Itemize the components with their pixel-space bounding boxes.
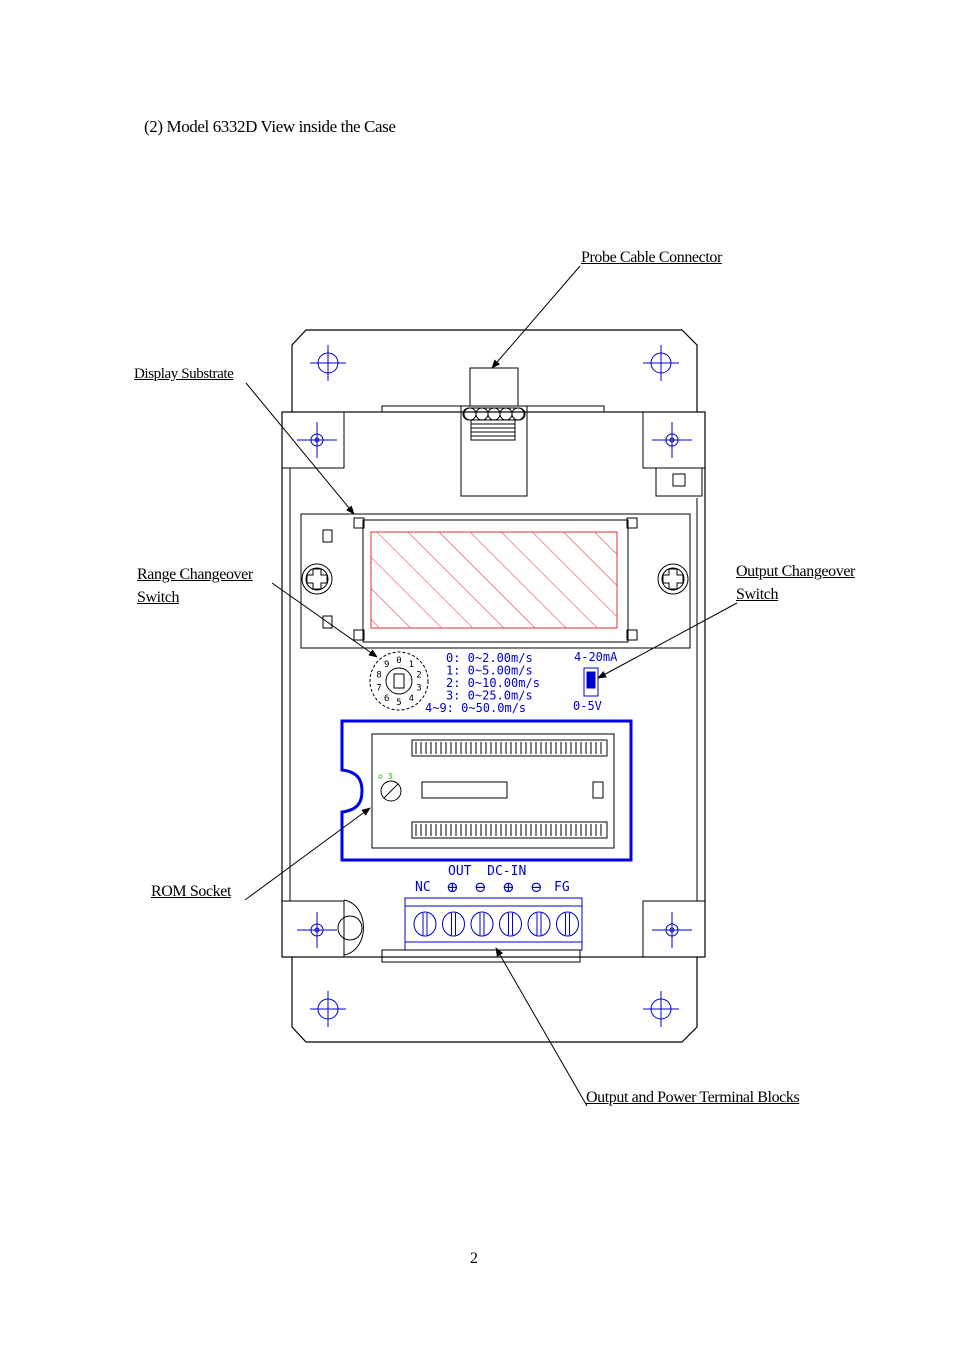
mount-hole-icon	[297, 422, 337, 458]
label-output-changeover-1: Output Changeover	[736, 563, 855, 580]
mount-hole-icon	[643, 345, 679, 381]
range-table-row: 4~9: 0~50.0m/s	[425, 701, 526, 715]
terminal-screw-icon	[527, 911, 551, 937]
terminal-signs: ⊕ ⊖ ⊕ ⊖	[446, 880, 543, 896]
mount-block-br	[642, 900, 706, 958]
terminal-screw-icon	[499, 911, 522, 937]
terminal-nc: NC	[415, 880, 431, 895]
range-table-row: 3: 0~25.0m/s	[446, 689, 533, 703]
mount-hole-icon	[652, 912, 692, 948]
base-plate	[281, 411, 706, 958]
terminal-sign: ⊖	[530, 880, 543, 896]
dial-digit: 4	[409, 694, 414, 704]
terminal-screw-icon	[470, 911, 494, 937]
leader-terminal	[495, 947, 588, 1107]
trimmer-icon	[380, 780, 402, 802]
label-display-substrate: Display Substrate	[134, 366, 234, 382]
dial-digit: 6	[384, 694, 389, 704]
leader-display	[245, 382, 355, 515]
rom-socket: o 3	[340, 719, 633, 862]
terminal-block	[404, 897, 583, 951]
terminal-sign: ⊕	[446, 880, 459, 896]
svg-text:o 3: o 3	[378, 772, 393, 781]
terminal-header: OUT DC-IN	[448, 864, 526, 879]
dial-digit: 5	[396, 698, 401, 708]
mount-hole-icon	[310, 345, 346, 381]
mount-hole-icon	[643, 991, 679, 1027]
label-output-changeover-2: Switch	[736, 586, 779, 603]
terminal-sign: ⊖	[474, 880, 487, 896]
terminal-screw-icon	[413, 911, 437, 937]
screw-icon	[301, 563, 333, 595]
page-number: 2	[470, 1250, 478, 1267]
dial-digit: 0	[396, 656, 401, 666]
screw-icon	[657, 563, 689, 595]
dial-digit: 2	[416, 671, 421, 681]
leader-range	[271, 582, 378, 658]
dial-digit: 8	[376, 671, 381, 681]
dial-digit: 9	[384, 660, 389, 670]
range-table-row: 1: 0~5.00m/s	[446, 664, 533, 678]
dial-digit: 7	[376, 684, 381, 694]
mount-block-tl	[281, 411, 345, 469]
terminal-fg: FG	[554, 880, 570, 895]
leader-rom	[244, 807, 371, 901]
label-probe-cable-connector: Probe Cable Connector	[581, 249, 722, 266]
output-changeover-switch	[583, 667, 599, 697]
terminal-sign: ⊕	[502, 880, 515, 896]
mount-hole-icons	[297, 345, 692, 1027]
dial-digit: 1	[409, 660, 414, 670]
leader-output	[597, 602, 738, 679]
page-heading: (2) Model 6332D View inside the Case	[144, 117, 396, 136]
label-terminal-blocks: Output and Power Terminal Blocks	[586, 1089, 800, 1106]
terminal-screw-icon	[556, 911, 579, 937]
grommet-icon	[337, 899, 364, 956]
terminal-screw-icon	[442, 911, 465, 937]
dial-digit: 3	[416, 684, 421, 694]
range-table-row: 2: 0~10.00m/s	[446, 676, 540, 690]
lcd-panel	[370, 531, 618, 629]
output-label-top: 4-20mA	[574, 650, 618, 664]
mount-hole-icon	[652, 422, 692, 458]
label-rom-socket: ROM Socket	[151, 883, 232, 900]
leader-probe	[491, 265, 581, 369]
range-table-row: 0: 0~2.00m/s	[446, 651, 533, 665]
range-table: 0: 0~2.00m/s1: 0~5.00m/s2: 0~10.00m/s3: …	[425, 651, 540, 715]
label-range-changeover-2: Switch	[137, 589, 180, 606]
range-dial	[369, 651, 429, 711]
mount-block-bl	[281, 900, 345, 958]
mount-hole-icon	[297, 912, 337, 948]
mount-hole-icon	[310, 991, 346, 1027]
display-substrate	[300, 513, 691, 649]
output-label-bottom: 0-5V	[573, 699, 602, 713]
label-range-changeover-1: Range Changeover	[137, 566, 253, 583]
